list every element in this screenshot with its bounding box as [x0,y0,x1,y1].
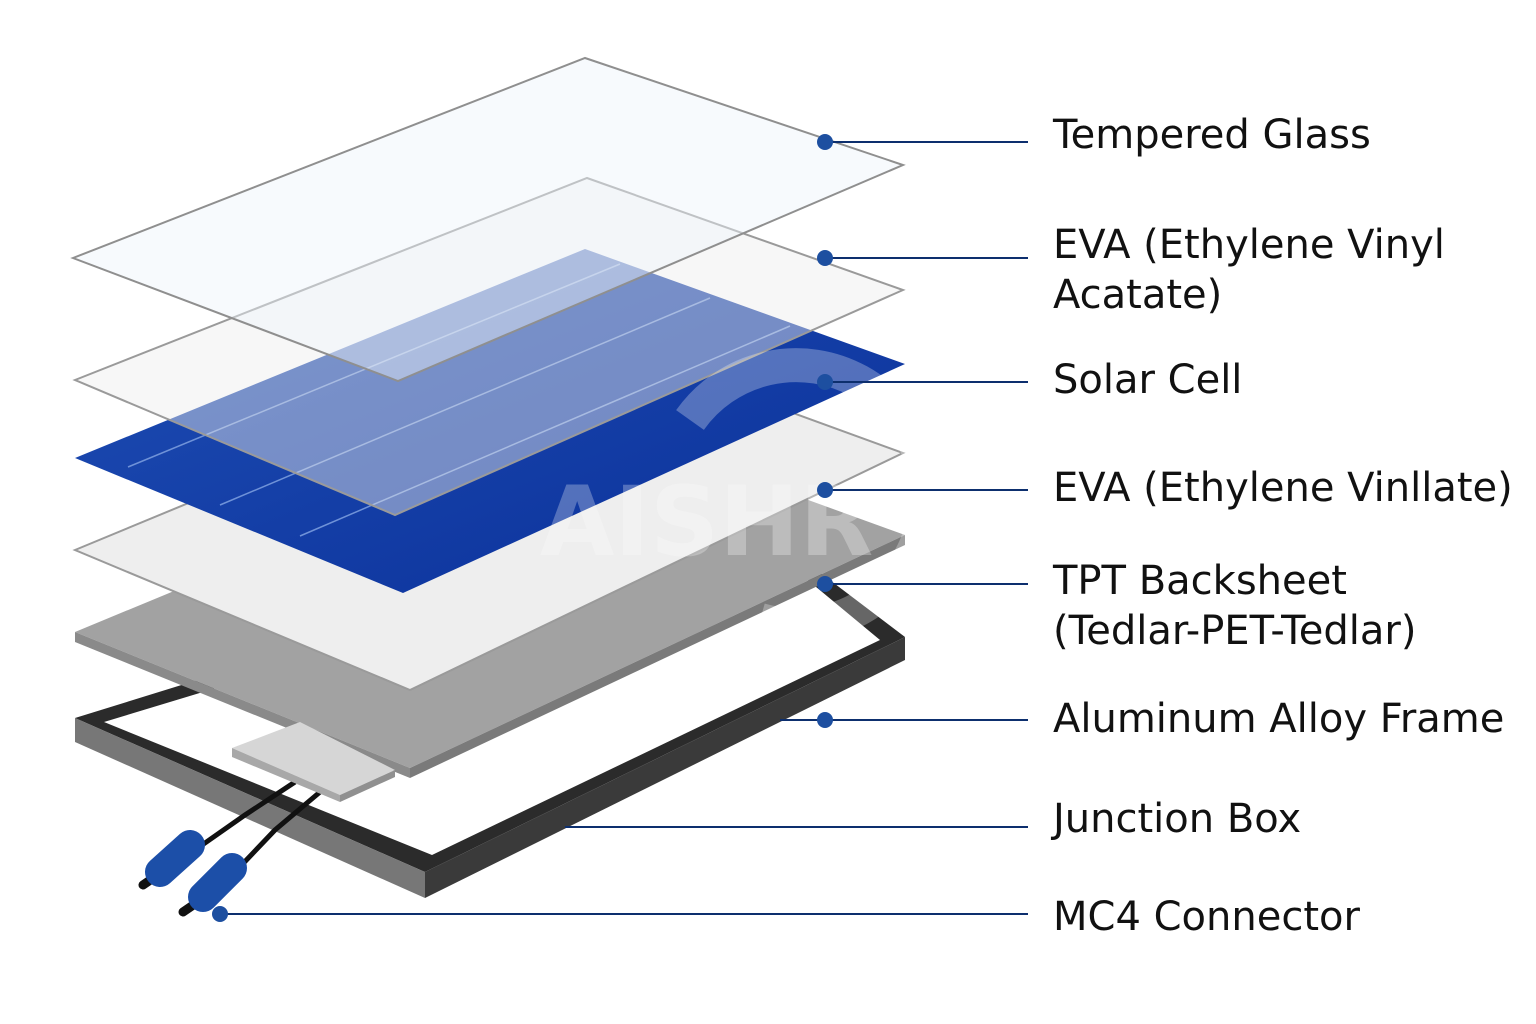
label-eva-top-line1: EVA (Ethylene Vinyl [1053,222,1445,268]
dot-eva-top [817,250,833,266]
backsheet-side-right [410,535,905,778]
watermark: AISHR [540,348,944,643]
busbar-1 [127,263,621,468]
label-eva-top-line2: Acatate) [1053,272,1223,318]
dot-solar-cell [817,374,833,390]
label-solar-cell-text: Solar Cell [1053,357,1243,403]
label-junction-box: Junction Box [1053,794,1301,844]
cable-2 [233,790,322,874]
junction-box [232,722,395,802]
watermark-text: AISHR [540,466,873,578]
label-aluminum-frame-text: Aluminum Alloy Frame [1053,696,1505,742]
connector-2-body [188,853,247,912]
leader-lines [220,141,1028,915]
dot-tpt-backsheet [817,576,833,592]
dot-eva-bottom [817,482,833,498]
solar-cell [75,249,905,593]
frame-side-right [425,637,905,898]
label-junction-box-text: Junction Box [1053,796,1302,842]
label-tempered-glass: Tempered Glass [1053,110,1371,160]
leader-dots [212,134,833,922]
cable-1 [193,779,297,853]
connector-1-body [145,830,205,887]
label-aluminum-frame: Aluminum Alloy Frame [1053,694,1504,744]
eva-top-sheet [72,176,906,517]
label-eva-top: EVA (Ethylene Vinyl Acatate) [1053,220,1445,320]
junction-box-side-left [232,748,340,802]
tempered-glass-sheet [70,56,906,383]
dot-tempered-glass [817,134,833,150]
junction-box-top [232,722,395,795]
label-eva-bottom-text: EVA (Ethylene Vinllate) [1053,465,1513,511]
label-eva-bottom: EVA (Ethylene Vinllate) [1053,463,1513,513]
dot-aluminum-frame [817,712,833,728]
busbar-2 [219,297,711,506]
label-mc4-connector: MC4 Connector [1053,892,1360,942]
label-tpt-backsheet: TPT Backsheet (Tedlar-PET-Tedlar) [1053,556,1416,656]
mc4-connectors [138,779,322,917]
busbar-3 [299,325,791,537]
label-tpt-line1: TPT Backsheet [1053,558,1347,604]
label-tempered-glass-text: Tempered Glass [1053,112,1371,158]
label-tpt-line2: (Tedlar-PET-Tedlar) [1053,608,1417,654]
label-mc4-connector-text: MC4 Connector [1053,894,1360,940]
label-solar-cell: Solar Cell [1053,355,1242,405]
frame-side-left [75,718,425,898]
junction-box-side-right [340,770,395,802]
watermark-arc [676,348,944,643]
dot-mc4-connector [212,906,228,922]
solar-cell-surface [75,249,905,593]
